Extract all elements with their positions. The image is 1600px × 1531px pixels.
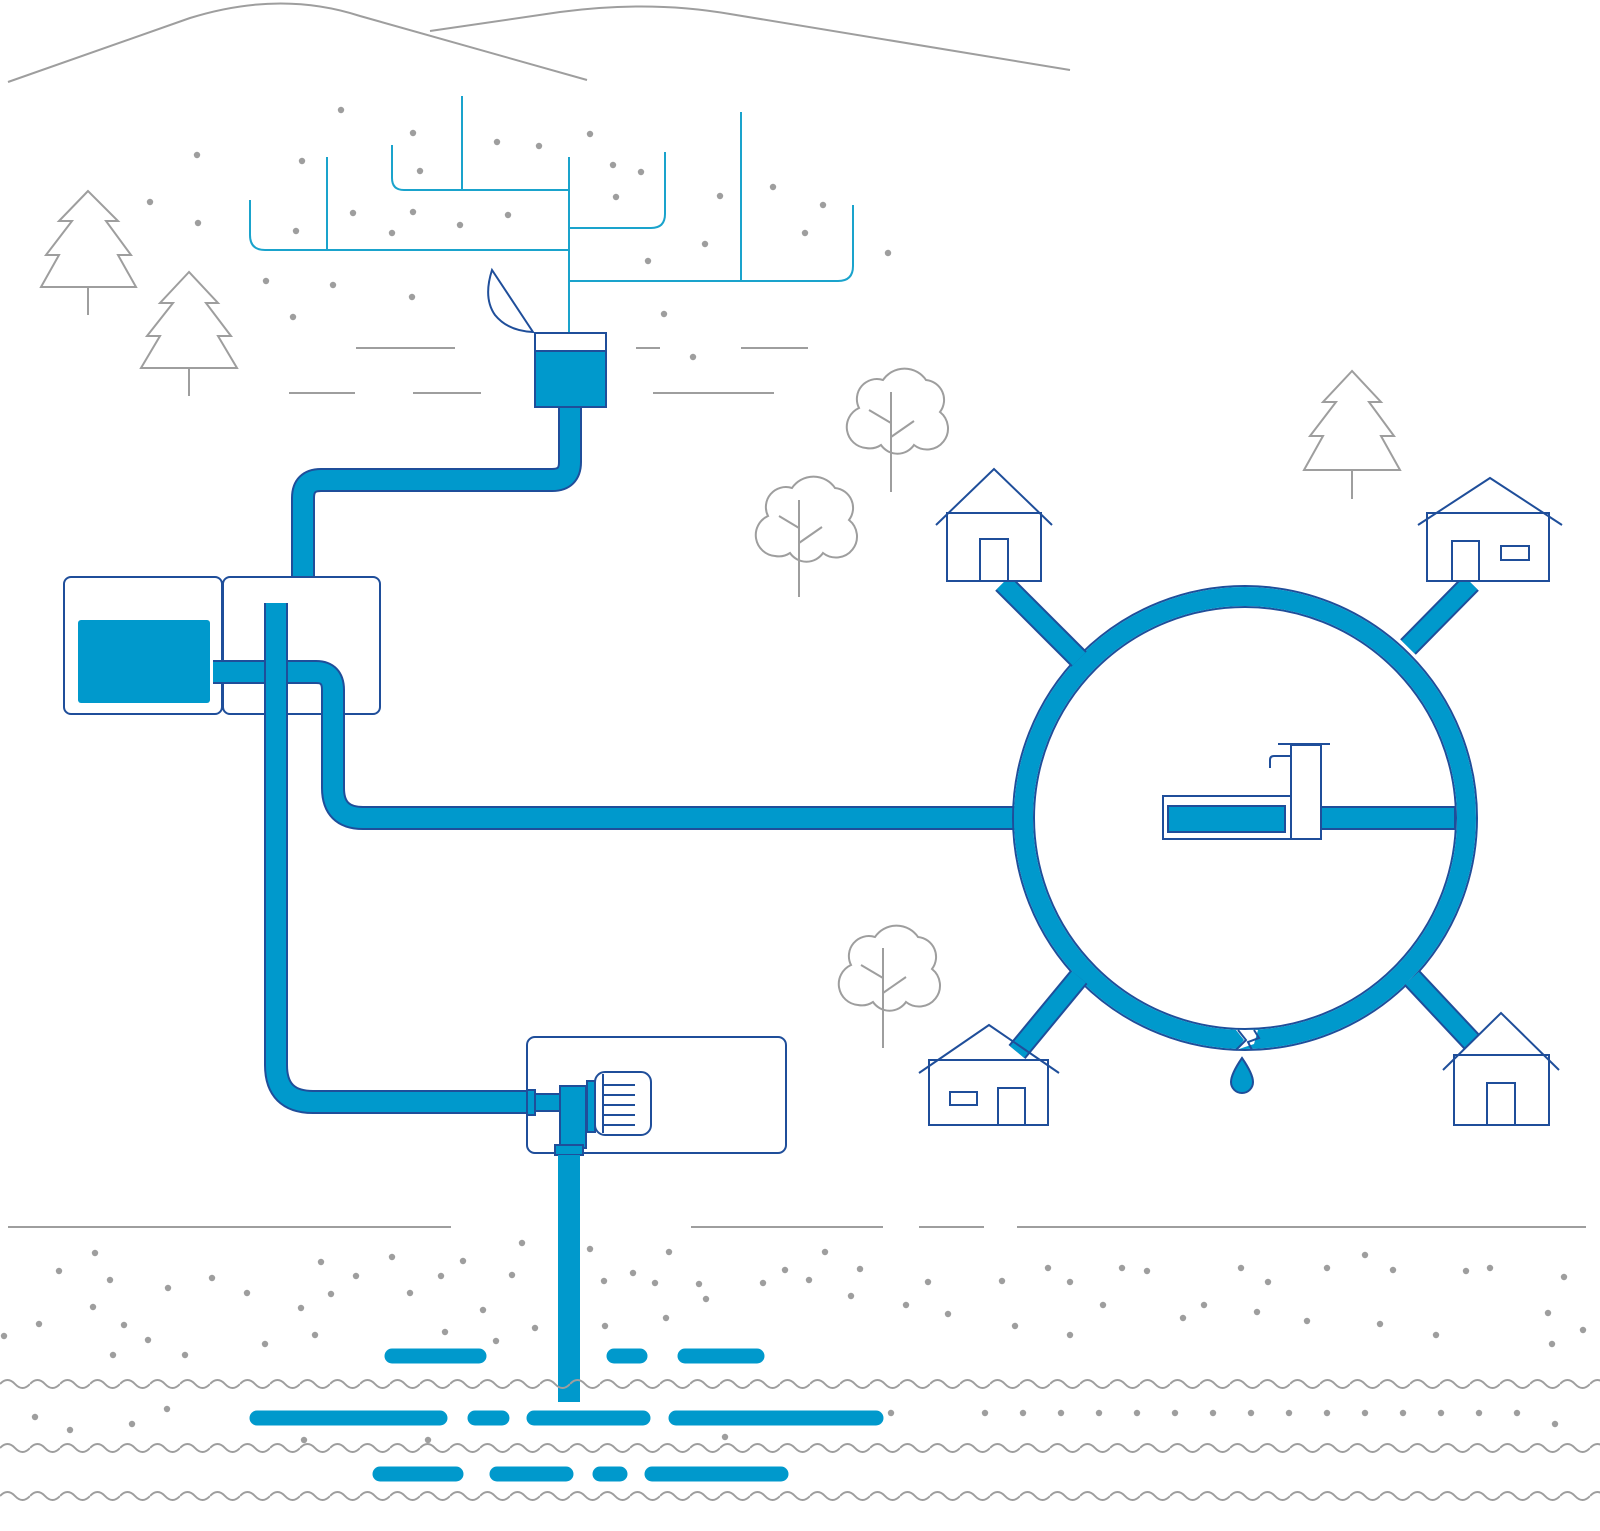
pine-tree-icon xyxy=(1302,369,1402,499)
house-icon xyxy=(918,1023,1060,1126)
mountains-icon xyxy=(7,2,1071,83)
pine-tree-icon xyxy=(139,270,239,396)
intake-tank-icon xyxy=(487,267,607,408)
pump-icon xyxy=(526,1036,787,1154)
water-drop-icon xyxy=(1229,1056,1255,1094)
water-table xyxy=(0,1378,1600,1506)
catchment-streams xyxy=(249,96,854,334)
house-icon xyxy=(935,467,1053,582)
round-tree-icon xyxy=(837,924,941,1048)
borehole-pipe xyxy=(554,1144,584,1402)
ground-lines xyxy=(289,347,808,394)
service-connections xyxy=(995,575,1481,1060)
borehole-rising-main xyxy=(264,603,540,1114)
soil-dots xyxy=(0,1239,1587,1444)
pine-tree-icon xyxy=(39,189,138,315)
groundwater-flow xyxy=(249,1348,884,1482)
storage-pipe xyxy=(1319,806,1456,830)
pipe-leak xyxy=(1235,1029,1261,1051)
surface-dots xyxy=(146,106,892,361)
house-icon xyxy=(1417,476,1563,582)
distribution-pipe xyxy=(213,660,1020,830)
elevated-storage-tank-icon xyxy=(1162,743,1330,840)
house-icon xyxy=(1442,1011,1560,1126)
round-tree-icon xyxy=(754,475,858,597)
round-tree-icon xyxy=(845,367,949,492)
